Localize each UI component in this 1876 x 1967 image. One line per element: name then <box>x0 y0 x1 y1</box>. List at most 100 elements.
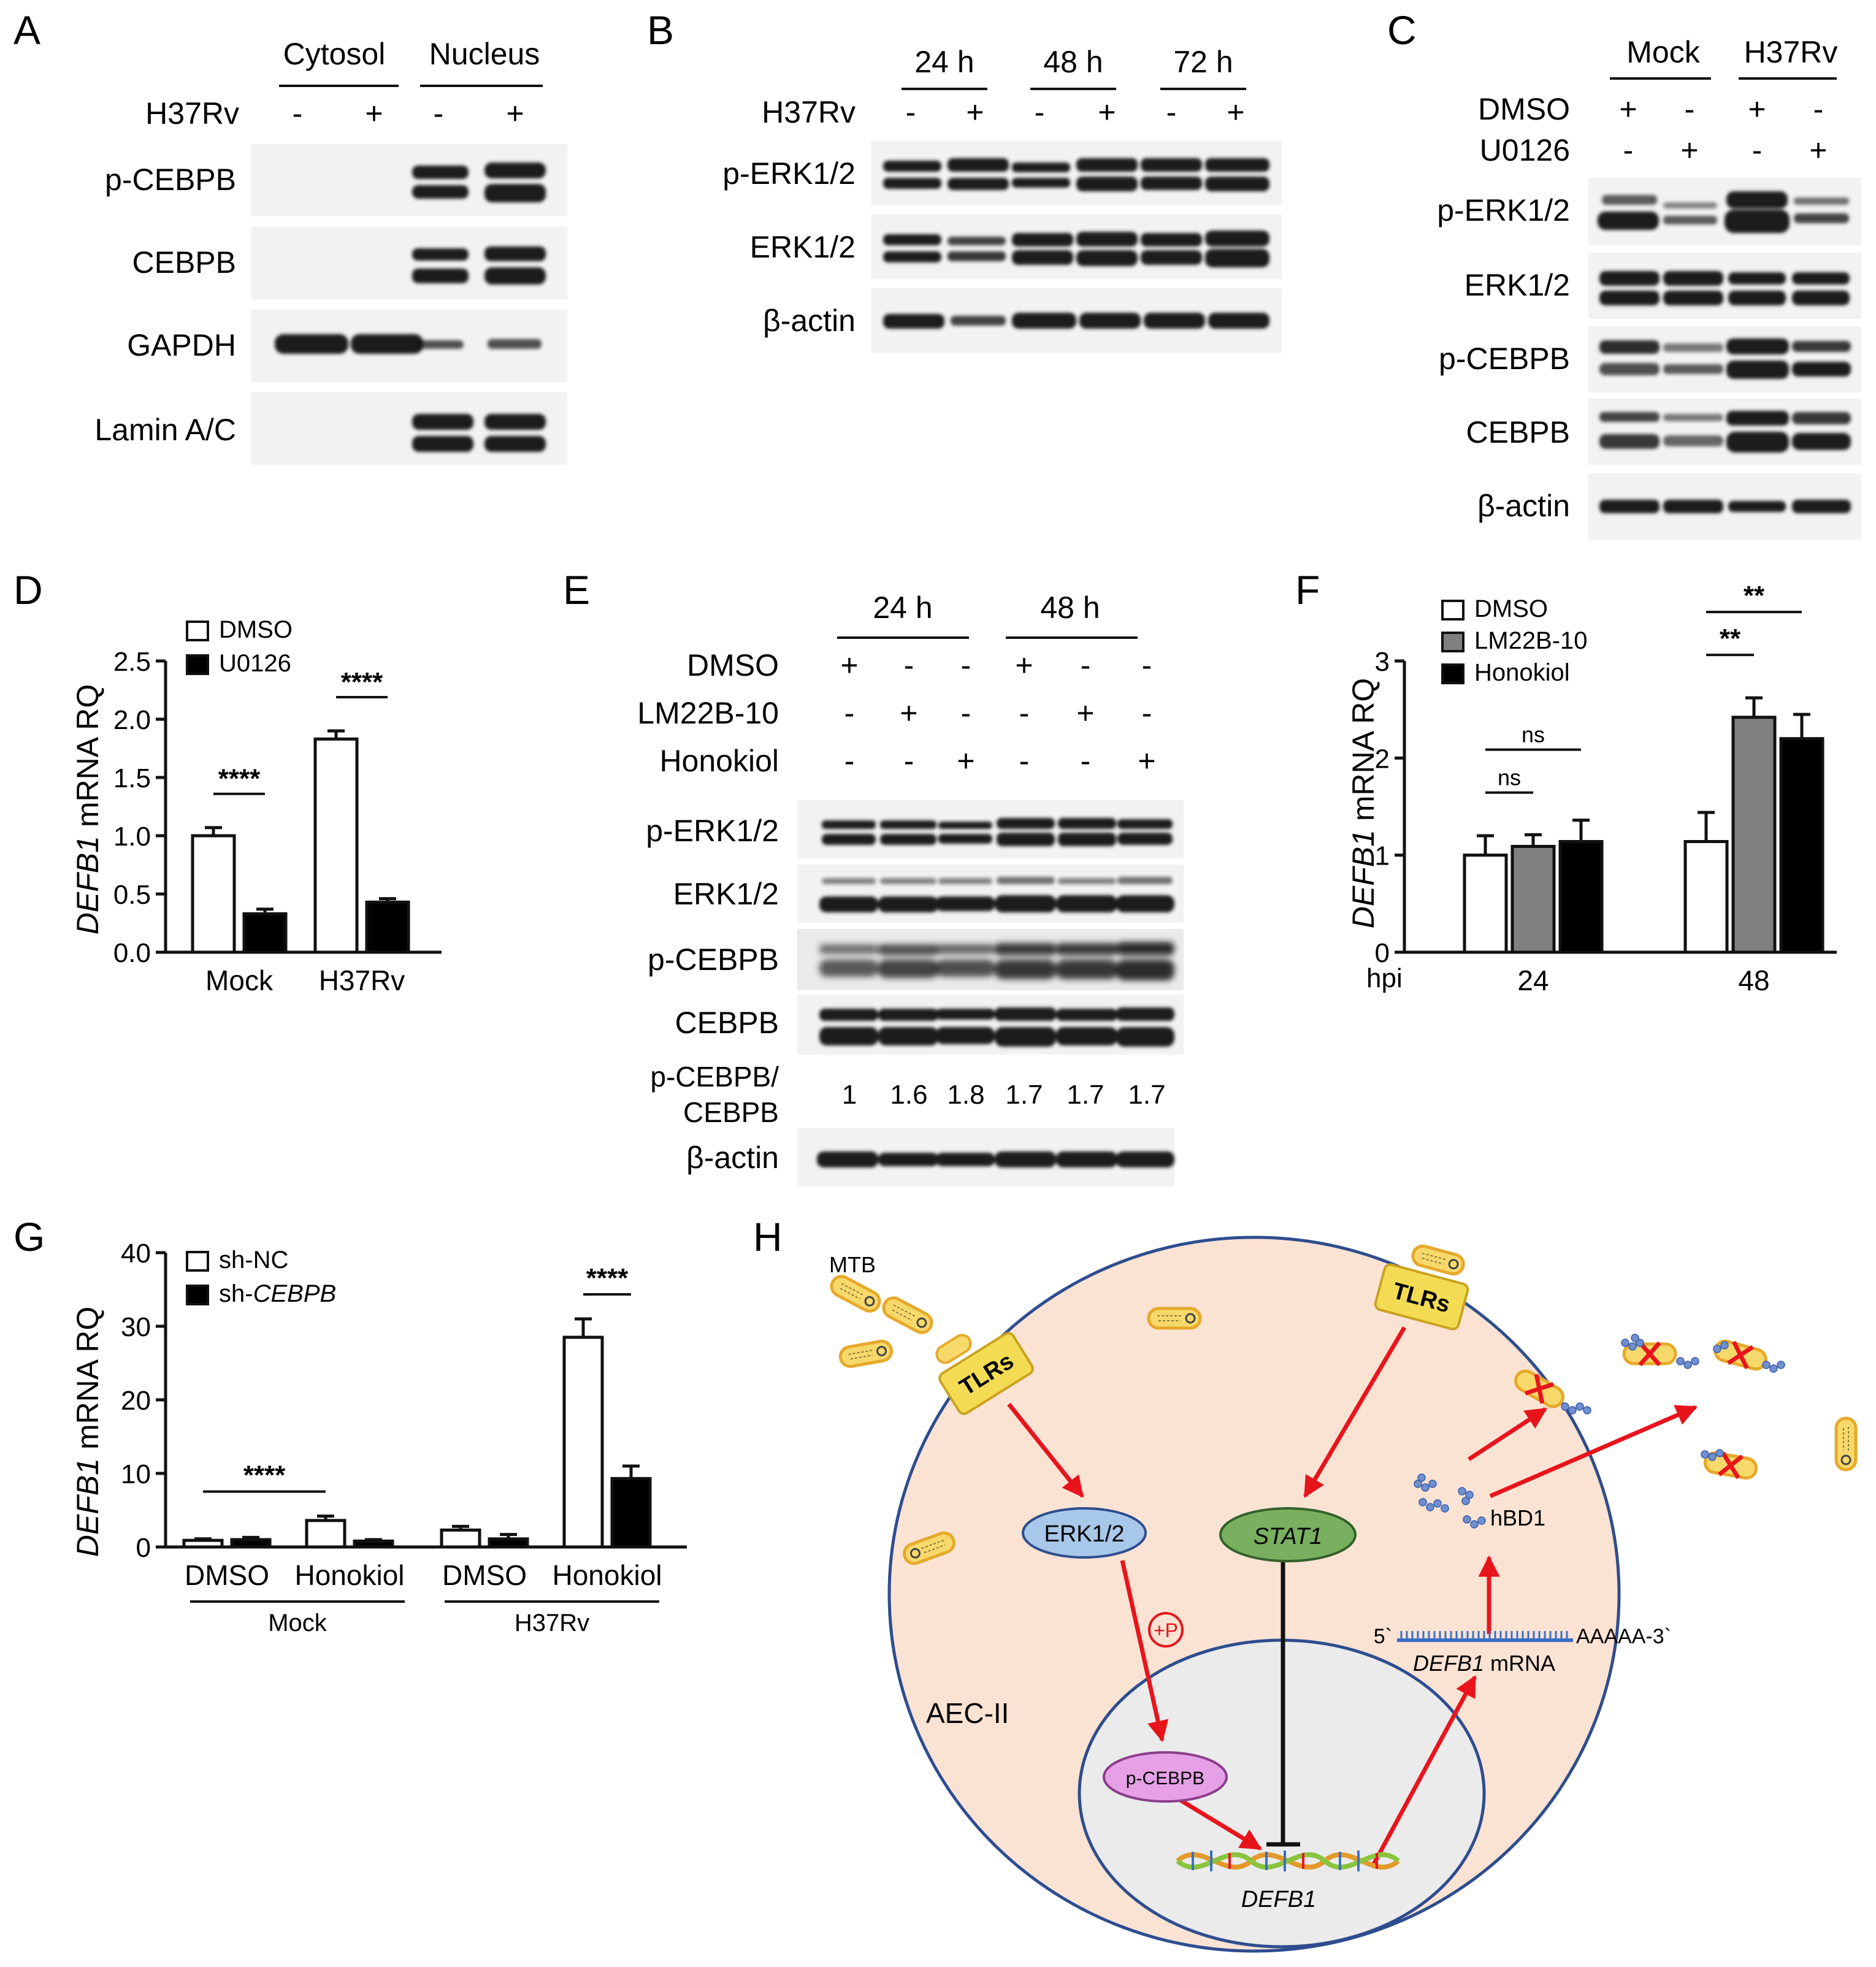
mrna-5-prime: 5` <box>1374 1625 1392 1648</box>
y-tick-label: 1 <box>1375 841 1390 871</box>
group-label-mock: Mock <box>1626 35 1700 69</box>
sign: + <box>966 95 984 129</box>
sign: - <box>844 696 855 730</box>
category-label: H37Rv <box>319 964 405 996</box>
panel-letter-e: E <box>563 567 590 613</box>
y-tick-label: 20 <box>121 1386 151 1416</box>
sign: + <box>1748 92 1766 126</box>
sign: - <box>1081 648 1091 682</box>
sign: + <box>506 96 524 131</box>
y-tick-label: 2.0 <box>113 705 151 735</box>
supergroup-label: H37Rv <box>515 1610 589 1637</box>
panel-e-western-blot: E 24 h 48 h DMSO+--+--LM22B-10-+--+-Hono… <box>563 567 1184 1186</box>
sign: + <box>840 648 858 682</box>
category-label: 24 <box>1517 964 1549 996</box>
bar <box>488 1537 529 1549</box>
bar <box>1510 844 1556 954</box>
panel-letter-a: A <box>13 7 40 53</box>
sign: + <box>1619 92 1637 126</box>
ratio-value: 1.7 <box>1005 1080 1043 1110</box>
mtb-bacteria <box>830 1244 1858 1565</box>
stat1-node: STAT1 <box>1219 1507 1357 1562</box>
stat1-label: STAT1 <box>1254 1524 1323 1549</box>
significance-label: **** <box>218 764 261 794</box>
sign: + <box>1076 696 1094 730</box>
category-label: DMSO <box>442 1559 527 1591</box>
sign: + <box>900 696 917 730</box>
sign: + <box>1227 95 1244 129</box>
legend-label: DMSO <box>1474 595 1548 622</box>
bar <box>182 1538 224 1549</box>
phospho-marker: +P <box>1148 1612 1184 1648</box>
ratio-value: 1.7 <box>1128 1080 1165 1110</box>
blot-label: Lamin A/C <box>94 413 236 447</box>
p-cebpb-label: p-CEBPB <box>1126 1768 1204 1789</box>
mrna-suffix: mRNA <box>1484 1651 1555 1676</box>
bar <box>1683 840 1729 954</box>
significance-label: ** <box>1744 581 1765 611</box>
sign: - <box>293 96 303 131</box>
y-tick-label: 30 <box>121 1312 151 1342</box>
sign: - <box>1166 95 1177 129</box>
bar <box>1463 854 1508 954</box>
panel-letter-d: D <box>13 567 43 613</box>
significance-label: ns <box>1498 765 1521 790</box>
bar <box>242 912 288 954</box>
panel-letter-f: F <box>1295 567 1320 613</box>
category-label: Honokiol <box>553 1559 662 1591</box>
sign: - <box>1752 133 1763 167</box>
bar <box>562 1335 604 1549</box>
panel-h-pathway-diagram: H MTB <box>753 1214 1858 1953</box>
mtb-label: MTB <box>829 1252 876 1277</box>
panel-b-western-blot: B 24 h 48 h 72 h H37Rv - + - + - + p-ERK… <box>647 7 1282 353</box>
y-tick-label: 0 <box>136 1533 151 1563</box>
bar <box>1779 737 1824 954</box>
sign: + <box>957 744 974 778</box>
sign: - <box>1142 648 1152 682</box>
ratio-value: 1 <box>842 1080 857 1110</box>
tlr-receptor-right: TLRs <box>1374 1263 1469 1331</box>
blot-label: ERK1/2 <box>1464 268 1570 302</box>
legend-label: DMSO <box>219 616 293 643</box>
ratio-value: 1.7 <box>1066 1080 1104 1110</box>
bar <box>1558 840 1604 954</box>
group-label: 24 h <box>914 45 974 79</box>
legend-label: sh-NC <box>219 1247 288 1274</box>
panel-letter-c: C <box>1387 7 1417 53</box>
legend-label-plain: sh- <box>219 1280 253 1307</box>
ratio-value: 1.6 <box>890 1080 927 1110</box>
bar <box>610 1476 652 1549</box>
significance-label: ** <box>1720 624 1741 654</box>
panel-a-western-blot: A Cytosol Nucleus H37Rv - + - + p-CEBPB … <box>13 7 567 465</box>
blot-label: β-actin <box>1477 489 1570 523</box>
blot-label: p-ERK1/2 <box>646 814 779 848</box>
sign: - <box>904 744 914 778</box>
sign: + <box>1138 744 1155 778</box>
group-label-nucleus: Nucleus <box>429 37 540 71</box>
significance-label: **** <box>341 667 383 697</box>
sign: - <box>1685 92 1695 126</box>
category-label: Mock <box>205 964 274 996</box>
mrna-3-prime: AAAAA-3` <box>1576 1625 1671 1648</box>
mrna-strand <box>1397 1631 1573 1642</box>
blot-label: p-CEBPB <box>648 942 779 977</box>
legend-swatch <box>186 654 209 675</box>
y-tick-label: 2.5 <box>113 647 151 677</box>
blot-label: p-ERK1/2 <box>1437 193 1570 227</box>
erk-label: ERK1/2 <box>1044 1521 1125 1547</box>
legend-label: Honokiol <box>1474 659 1570 686</box>
significance-label: **** <box>243 1461 286 1491</box>
bar <box>313 737 359 954</box>
sign: - <box>1813 92 1824 126</box>
y-axis-label: DEFB1 mRNA RQ <box>71 684 105 934</box>
y-tick-label: 40 <box>121 1239 151 1269</box>
y-tick-label: 3 <box>1375 647 1390 677</box>
group-label: 48 h <box>1040 590 1100 625</box>
blot-label: CEBPB <box>1466 415 1570 449</box>
group-label: 48 h <box>1043 45 1103 79</box>
supergroup-label: Mock <box>268 1610 327 1637</box>
sign: - <box>1142 696 1152 730</box>
